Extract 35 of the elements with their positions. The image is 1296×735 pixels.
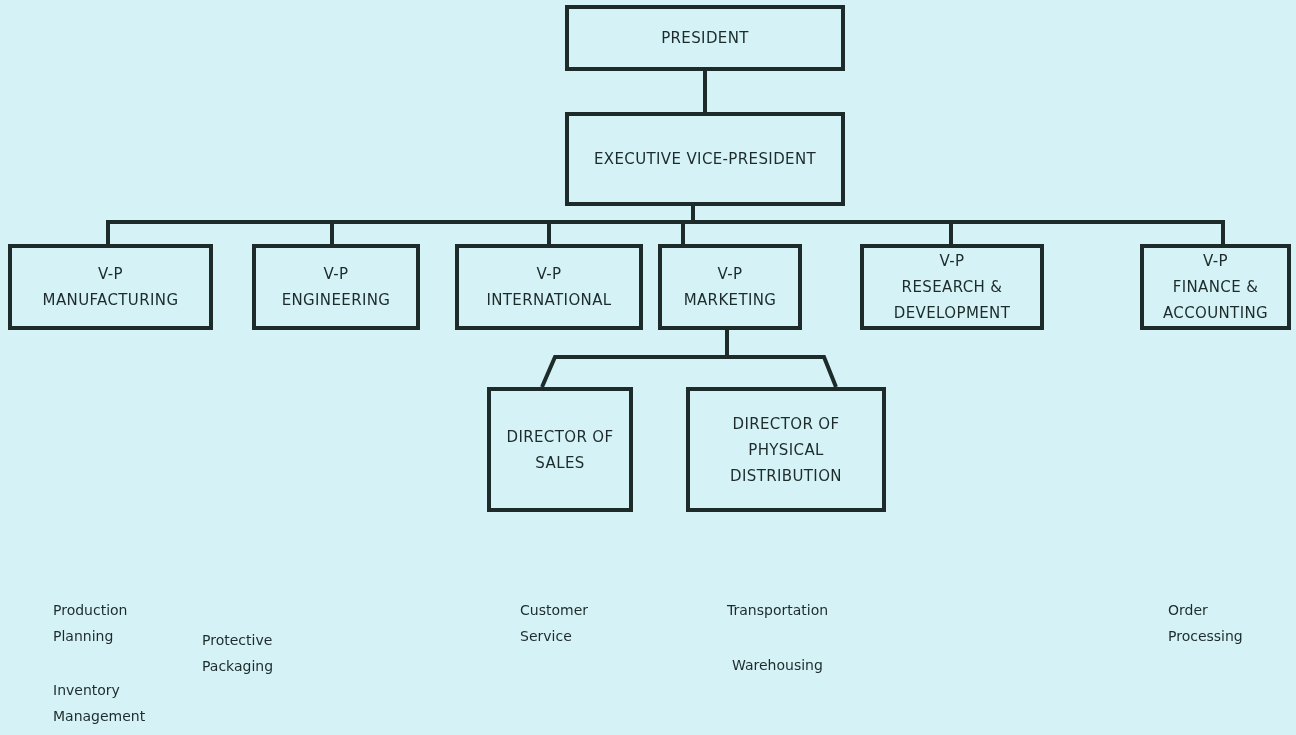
position-title: V-P <box>1203 251 1228 272</box>
function-label: Protective Packaging <box>202 631 274 676</box>
position-title: DIRECTOR OF SALES <box>505 426 615 474</box>
position-box <box>8 244 213 330</box>
position-title: ENGINEERING <box>281 290 391 311</box>
function-label: Warehousing <box>732 656 823 675</box>
position-title: MANUFACTURING <box>42 290 179 311</box>
connector-line <box>703 71 707 112</box>
position-title: DIRECTOR OF PHYSICAL DISTRIBUTION <box>729 413 843 487</box>
position-box <box>487 387 633 512</box>
position-title: MARKETING <box>683 290 777 311</box>
position-box <box>455 244 643 330</box>
position-box <box>686 387 886 512</box>
position-title: RESEARCH & DEVELOPMENT <box>892 277 1012 324</box>
position-title: V-P <box>717 264 743 285</box>
function-label: Inventory Management <box>53 681 146 726</box>
function-label: Transportation <box>727 601 829 620</box>
position-title: V-P <box>323 264 349 285</box>
position-title: V-P <box>939 251 965 272</box>
position-box <box>565 5 845 71</box>
position-box <box>1140 244 1291 330</box>
function-label: Order Processing <box>1168 601 1243 646</box>
position-title: EXECUTIVE VICE-PRESIDENT <box>593 149 817 170</box>
position-box <box>658 244 802 330</box>
position-title: V-P <box>536 264 562 285</box>
position-box <box>252 244 420 330</box>
connector-line <box>725 330 838 388</box>
position-title: V-P <box>98 264 123 285</box>
position-title: PRESIDENT <box>661 28 749 49</box>
position-title: INTERNATIONAL <box>486 290 612 311</box>
position-box <box>860 244 1044 330</box>
function-label: Production Planning <box>53 601 128 646</box>
position-title: FINANCE & ACCOUNTING <box>1161 277 1270 324</box>
position-box <box>565 112 845 206</box>
function-label: Customer Service <box>520 601 588 646</box>
